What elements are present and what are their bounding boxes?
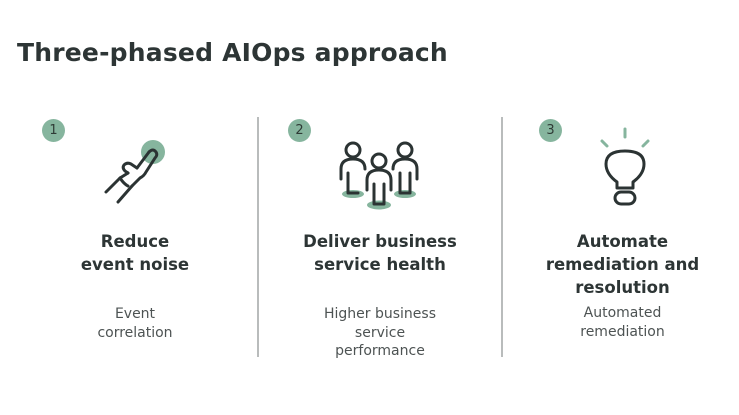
phase-title: Deliver business service health [280,230,480,276]
phase-title-line: remediation and [545,255,700,274]
phase-title-line: Reduce [100,232,170,251]
phase-subtitle-line: Higher business [323,306,436,322]
phase-number-badge: 3 [539,119,562,142]
phase-title-line: Automate [576,232,669,251]
phase-subtitle-line: remediation [580,323,665,340]
phase-title-line: event noise [80,255,190,274]
phase-subtitle: Event correlation [40,305,230,342]
phase-number-badge: 2 [288,119,311,142]
phase-subtitle-line: correlation [97,324,173,341]
column-divider-2 [501,117,503,357]
phase-title: Reduce event noise [40,230,230,276]
phase-title-line: service health [314,255,446,274]
phase-subtitle-line: service [354,324,406,341]
phase-subtitle: Higher business service performance [280,305,480,361]
phase-subtitle: Automated remediation [530,304,715,341]
page-title: Three-phased AIOps approach [17,38,448,67]
phase-subtitle-line: Event [114,306,156,322]
hand-pointer-icon [104,140,165,204]
lightbulb-icon [600,127,650,206]
phase-title-line: Deliver business [303,232,457,251]
phase-number-badge: 1 [42,119,65,142]
phase-subtitle-line: Automated [583,305,662,321]
column-divider-1 [257,117,259,357]
phase-title-line: resolution [575,278,670,297]
people-group-icon [339,141,419,210]
phase-subtitle-line: performance [335,343,425,359]
phase-title: Automate remediation and resolution [530,230,715,299]
